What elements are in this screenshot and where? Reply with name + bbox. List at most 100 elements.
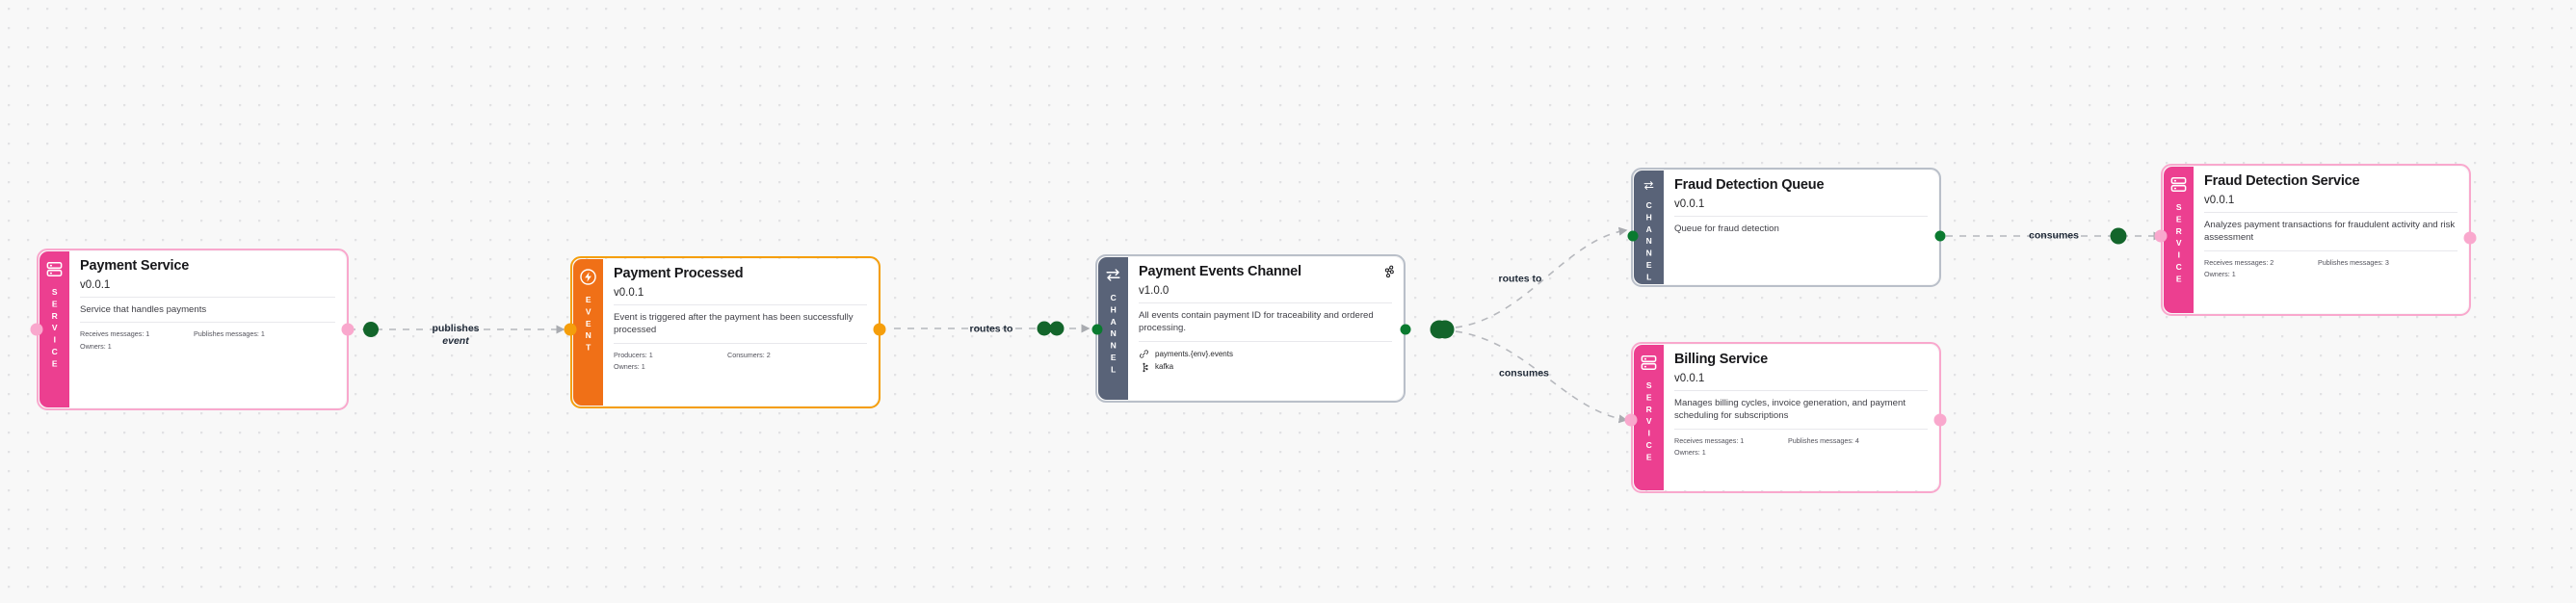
- edge-handle-routes-to-channel-mid-a[interactable]: [1037, 321, 1052, 336]
- node-protocols: payments.{env}.events kafka: [1139, 342, 1392, 374]
- node-version: v1.0.0: [1139, 285, 1392, 303]
- node-body: Fraud Detection Service v0.0.1 Analyzes …: [2194, 167, 2468, 313]
- meta-row: Producers: 1 Consumers: 2: [614, 350, 867, 362]
- edge-label-text: routes to: [1498, 273, 1542, 285]
- edge-label-text: publishes: [432, 322, 480, 334]
- node-kind-label: SERVICE: [49, 287, 60, 371]
- edge-label-consumes-fraud: consumes: [2029, 229, 2079, 242]
- node-title: Payment Service: [80, 258, 190, 274]
- handle-billing-service-target[interactable]: [1624, 413, 1638, 427]
- node-kind-sidebar-service: SERVICE: [1634, 345, 1664, 490]
- node-payment-service[interactable]: SERVICE Payment Service v0.0.1 Service t…: [39, 251, 346, 407]
- node-meta: Receives messages: 1 Publishes messages:…: [80, 323, 335, 353]
- node-description: Manages billing cycles, invoice generati…: [1674, 391, 1928, 430]
- meta-row: Owners: 1: [1674, 447, 1928, 459]
- link-icon: [1140, 350, 1148, 358]
- node-body: Fraud Detection Queue v0.0.1 Queue for f…: [1664, 170, 1938, 284]
- node-body: Payment Service v0.0.1 Service that hand…: [69, 251, 346, 407]
- node-version: v0.0.1: [2204, 195, 2458, 213]
- meta-owners: Owners: 1: [2204, 270, 2236, 279]
- edge-label-publishes-event: publishes event: [432, 323, 479, 348]
- edge-handle-consumes-fraud-mid[interactable]: [2110, 227, 2127, 245]
- node-description: Analyzes payment transactions for fraudu…: [2204, 213, 2458, 251]
- server-icon: [46, 262, 63, 276]
- handle-payment-service-source[interactable]: [341, 323, 355, 336]
- edge-label-consumes-billing: consumes: [1499, 367, 1549, 380]
- node-payment-processed[interactable]: EVENT Payment Processed v0.0.1 Event is …: [573, 259, 878, 406]
- protocol-name: kafka: [1155, 362, 1174, 372]
- edge-handle-channel-fanout-b[interactable]: [1435, 320, 1455, 339]
- meta-owners: Owners: 1: [1674, 448, 1706, 458]
- edge-label-text: consumes: [1499, 367, 1549, 380]
- node-title: Payment Events Channel: [1139, 264, 1301, 279]
- node-meta: Receives messages: 1 Publishes messages:…: [1674, 430, 1928, 459]
- server-icon: [1641, 355, 1657, 370]
- node-title: Fraud Detection Service: [2204, 173, 2360, 189]
- node-version: v0.0.1: [80, 279, 335, 298]
- handle-payment-service-target[interactable]: [30, 323, 43, 336]
- meta-row: Receives messages: 2 Publishes messages:…: [2204, 257, 2458, 270]
- meta-row: Owners: 1: [2204, 269, 2458, 281]
- protocol-row-address: payments.{env}.events: [1139, 348, 1392, 361]
- edge-label-text: consumes: [2029, 229, 2079, 242]
- edge-handle-routes-to-channel-mid-b[interactable]: [1049, 321, 1065, 336]
- handle-billing-service-source[interactable]: [1933, 413, 1947, 427]
- kafka-icon: [1143, 362, 1148, 373]
- node-kind-label: EVENT: [583, 295, 593, 354]
- lightning-bolt-icon: [580, 269, 596, 285]
- node-outline-fraud-detection-queue: [1631, 168, 1941, 287]
- edge-label-routes-to-channel: routes to: [970, 323, 1013, 335]
- protocol-address: payments.{env}.events: [1155, 349, 1233, 358]
- node-kind-sidebar-service: SERVICE: [39, 251, 69, 407]
- protocol-row-kafka: kafka: [1139, 360, 1392, 374]
- meta-publishes-messages: Publishes messages: 4: [1788, 435, 1859, 445]
- node-title: Fraud Detection Queue: [1674, 177, 1825, 193]
- handle-payment-events-channel-target[interactable]: [1091, 324, 1103, 335]
- handle-fraud-detection-service-source[interactable]: [2463, 231, 2477, 245]
- handle-fraud-detection-queue-target[interactable]: [1627, 230, 1639, 242]
- meta-consumers: Consumers: 2: [727, 350, 771, 359]
- node-kind-sidebar-channel: CHANNEL: [1098, 257, 1128, 400]
- node-fraud-detection-queue[interactable]: CHANNEL Fraud Detection Queue v0.0.1 Que…: [1634, 170, 1938, 284]
- node-description: Service that handles payments: [80, 298, 335, 324]
- edge-label-text: routes to: [969, 323, 1013, 335]
- node-meta: Producers: 1 Consumers: 2 Owners: 1: [614, 344, 867, 374]
- node-payment-events-channel[interactable]: CHANNEL Payment Events Channel v1.0.0 Al…: [1098, 257, 1403, 400]
- handle-fraud-detection-queue-source[interactable]: [1934, 230, 1946, 242]
- node-meta: Receives messages: 2 Publishes messages:…: [2204, 251, 2458, 281]
- meta-producers: Producers: 1: [614, 350, 653, 359]
- meta-receives-messages: Receives messages: 1: [80, 329, 150, 339]
- node-kind-label: CHANNEL: [1643, 200, 1654, 284]
- meta-row: Owners: 1: [614, 361, 867, 374]
- edge-handle-routes-to-channel-source[interactable]: [363, 322, 379, 337]
- node-body: Payment Events Channel v1.0.0 All events…: [1128, 257, 1403, 400]
- node-version: v0.0.1: [614, 287, 867, 305]
- handle-payment-processed-target[interactable]: [564, 323, 577, 336]
- meta-row: Owners: 1: [80, 341, 335, 354]
- node-kind-sidebar-service: SERVICE: [2164, 167, 2194, 313]
- edge-label-subtext: event: [442, 335, 469, 347]
- meta-row: Receives messages: 1 Publishes messages:…: [1674, 435, 1928, 448]
- node-kind-label: SERVICE: [2173, 202, 2184, 286]
- node-kind-sidebar-event: EVENT: [573, 259, 603, 406]
- handle-payment-processed-source[interactable]: [873, 323, 886, 336]
- node-fraud-detection-service[interactable]: SERVICE Fraud Detection Service v0.0.1 A…: [2164, 167, 2468, 313]
- node-description: All events contain payment ID for tracea…: [1139, 303, 1392, 342]
- meta-publishes-messages: Publishes messages: 1: [194, 329, 265, 339]
- handle-payment-events-channel-source[interactable]: [1400, 324, 1411, 335]
- handle-fraud-detection-service-target[interactable]: [2154, 229, 2168, 243]
- node-title: Billing Service: [1674, 352, 1768, 367]
- node-title: Payment Processed: [614, 266, 744, 281]
- edge-label-routes-to-queue: routes to: [1499, 273, 1542, 285]
- meta-publishes-messages: Publishes messages: 3: [2318, 257, 2389, 267]
- node-description: Queue for fraud detection: [1674, 223, 1779, 234]
- network-topology-icon[interactable]: [1381, 265, 1395, 278]
- node-body: Billing Service v0.0.1 Manages billing c…: [1664, 345, 1938, 490]
- meta-receives-messages: Receives messages: 1: [1674, 435, 1745, 445]
- meta-row: Receives messages: 1 Publishes messages:…: [80, 328, 335, 341]
- node-version: v0.0.1: [1674, 373, 1928, 391]
- node-kind-sidebar-channel: CHANNEL: [1634, 170, 1664, 284]
- node-billing-service[interactable]: SERVICE Billing Service v0.0.1 Manages b…: [1634, 345, 1938, 490]
- server-icon: [2170, 177, 2187, 192]
